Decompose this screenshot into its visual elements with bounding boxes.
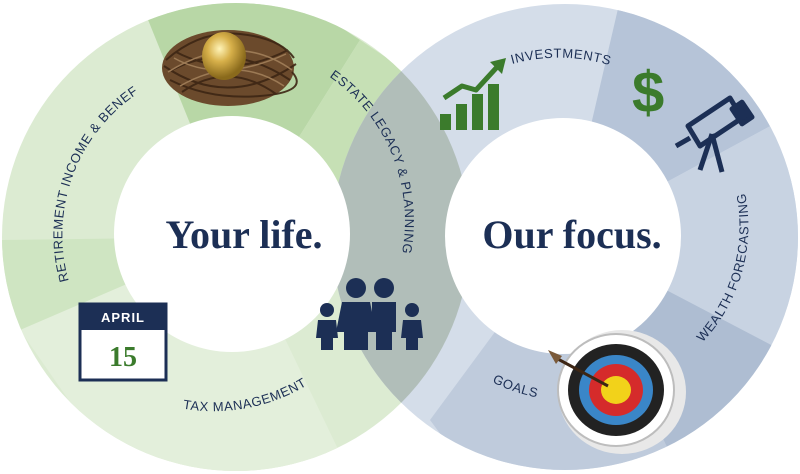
dollar-icon: $ <box>632 60 664 125</box>
calendar-day: 15 <box>109 342 137 373</box>
growth-chart-icon <box>440 58 506 130</box>
nest-egg-icon <box>162 30 298 106</box>
left-center-text: Your life. <box>165 212 322 257</box>
right-center-disk <box>445 118 681 354</box>
calendar-icon: APRIL 15 <box>78 302 168 382</box>
family-icon <box>316 278 423 350</box>
target-icon <box>548 330 686 454</box>
left-center-disk <box>114 116 350 352</box>
right-center-text: Our focus. <box>482 212 661 257</box>
calendar-month: APRIL <box>101 310 145 325</box>
telescope-icon <box>674 95 755 173</box>
